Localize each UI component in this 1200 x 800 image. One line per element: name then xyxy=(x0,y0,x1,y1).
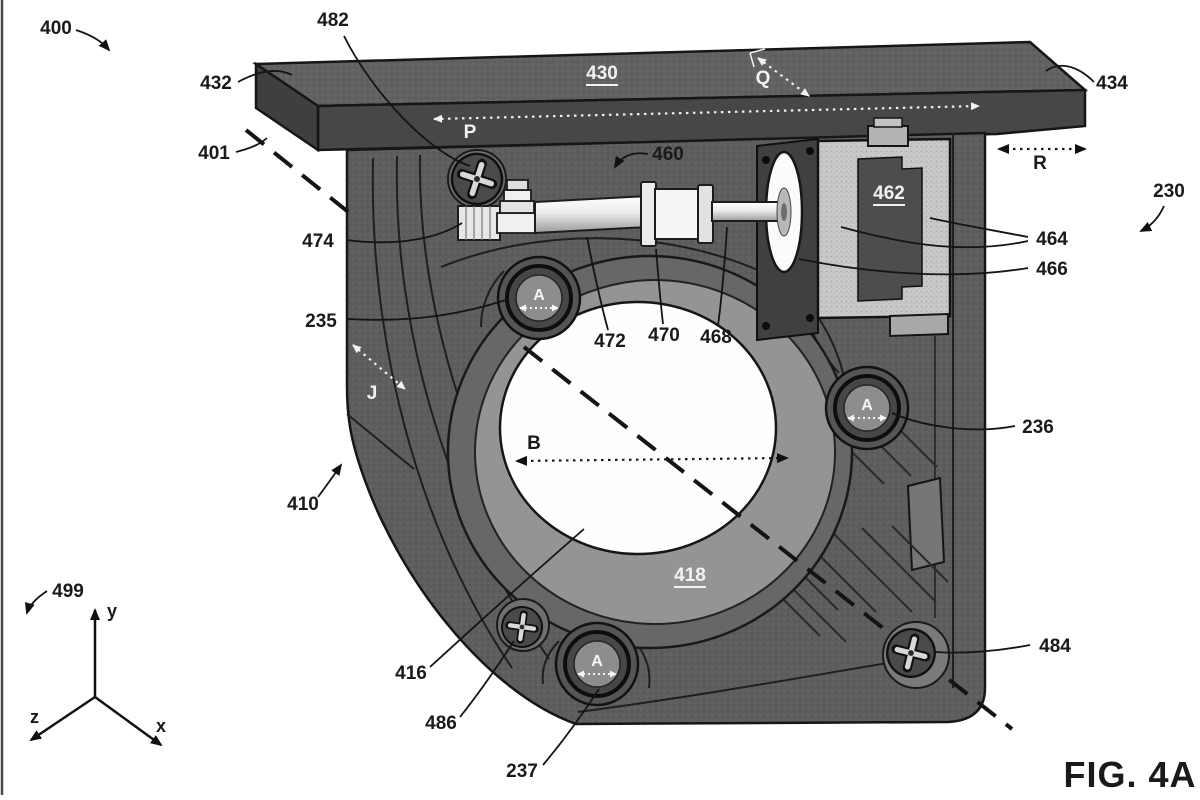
callout-401: 401 xyxy=(198,143,230,164)
motor-band-462 xyxy=(857,156,923,302)
callout-460: 460 xyxy=(652,144,684,165)
knurl-lines xyxy=(465,206,491,240)
side-boss xyxy=(906,476,946,572)
mount-bolts xyxy=(762,147,814,330)
knurled-nut xyxy=(457,205,501,241)
callout-434: 434 xyxy=(1096,73,1128,94)
bearing-236: A xyxy=(824,365,910,451)
screw-486 xyxy=(497,598,550,651)
callout-468: 468 xyxy=(700,327,732,348)
dim-a-label: A xyxy=(861,397,873,414)
dim-r-label: R xyxy=(1033,153,1047,174)
callout-410: 410 xyxy=(287,494,319,515)
central-ring xyxy=(446,254,854,650)
dim-b-arrow xyxy=(515,453,789,466)
callout-416: 416 xyxy=(395,663,427,684)
dim-p-label: P xyxy=(464,122,477,143)
callout-466: 466 xyxy=(1036,259,1068,280)
callout-499: 499 xyxy=(52,581,84,602)
leader-499 xyxy=(24,590,48,615)
callout-484: 484 xyxy=(1039,636,1071,657)
leader-434 xyxy=(1045,64,1095,83)
lead-screw-assembly xyxy=(457,150,804,274)
callout-470: 470 xyxy=(648,325,680,346)
callout-labels: 400 482 432 434 401 474 235 460 472 470 … xyxy=(40,10,1185,782)
callout-236: 236 xyxy=(1022,417,1054,438)
motor-shaft-468 xyxy=(711,201,787,222)
bearing-237: A xyxy=(554,621,640,707)
plate-left-face xyxy=(254,61,320,153)
dim-j-label: J xyxy=(367,383,378,404)
axis-x-label: x xyxy=(156,716,166,736)
callout-432: 432 xyxy=(200,73,232,94)
callout-486: 486 xyxy=(425,713,457,734)
screw-484 xyxy=(882,622,950,689)
leader-484 xyxy=(935,644,1031,654)
dim-q-corner-tick xyxy=(749,48,766,68)
motor-top-step xyxy=(873,117,903,128)
callout-235: 235 xyxy=(305,311,337,332)
leader-470 xyxy=(655,248,664,325)
coupling-body-470 xyxy=(654,188,701,240)
leader-482 xyxy=(343,35,471,167)
dim-q-label: Q xyxy=(756,68,771,89)
coupling-right-flange xyxy=(697,184,714,244)
bearing-235: A xyxy=(496,255,582,341)
leader-230 xyxy=(1139,205,1165,232)
leader-400 xyxy=(75,29,111,52)
stepped-hub-474 xyxy=(496,179,538,234)
leader-474 xyxy=(345,222,463,244)
leader-410 xyxy=(317,463,343,498)
leader-416 xyxy=(429,528,585,668)
motor-top-tab xyxy=(867,125,909,147)
coordinate-axes-499: y z x xyxy=(29,601,166,747)
callout-462: 462 xyxy=(873,183,905,204)
leader-466 xyxy=(798,258,1029,276)
leader-235 xyxy=(347,299,507,321)
callout-464: 464 xyxy=(1036,229,1068,250)
dim-j-arrow xyxy=(352,344,406,390)
dim-a-label: A xyxy=(533,287,545,304)
leader-lines xyxy=(24,29,1165,766)
callout-472: 472 xyxy=(594,331,626,352)
leader-468 xyxy=(717,226,728,327)
disc-center xyxy=(781,203,787,221)
dim-b-label: B xyxy=(527,433,541,454)
leader-432 xyxy=(237,70,293,83)
callout-237: 237 xyxy=(506,761,538,782)
leader-460 xyxy=(613,152,649,169)
callout-482: 482 xyxy=(317,10,349,31)
callout-418: 418 xyxy=(674,565,706,586)
dim-a-label: A xyxy=(591,653,603,670)
leader-464-b xyxy=(840,226,1029,249)
axis-z-label: z xyxy=(30,707,39,727)
leader-486 xyxy=(459,640,515,718)
axis-y-label: y xyxy=(107,601,117,621)
leader-401 xyxy=(235,137,268,153)
callout-230: 230 xyxy=(1153,181,1185,202)
leader-236 xyxy=(891,412,1016,431)
callout-430: 430 xyxy=(586,63,618,84)
leader-237 xyxy=(542,688,600,766)
coupling-left-flange xyxy=(640,181,657,247)
axis-lines xyxy=(29,608,163,747)
motor-bottom-tab xyxy=(889,312,949,338)
lead-screw-shaft-472 xyxy=(534,194,650,235)
leader-472 xyxy=(586,236,609,331)
callout-474: 474 xyxy=(302,231,334,252)
callout-400: 400 xyxy=(40,18,72,39)
leader-464-a xyxy=(929,217,1029,238)
dimension-arrows xyxy=(352,48,1087,466)
figure-caption: FIG. 4A xyxy=(1063,754,1196,795)
